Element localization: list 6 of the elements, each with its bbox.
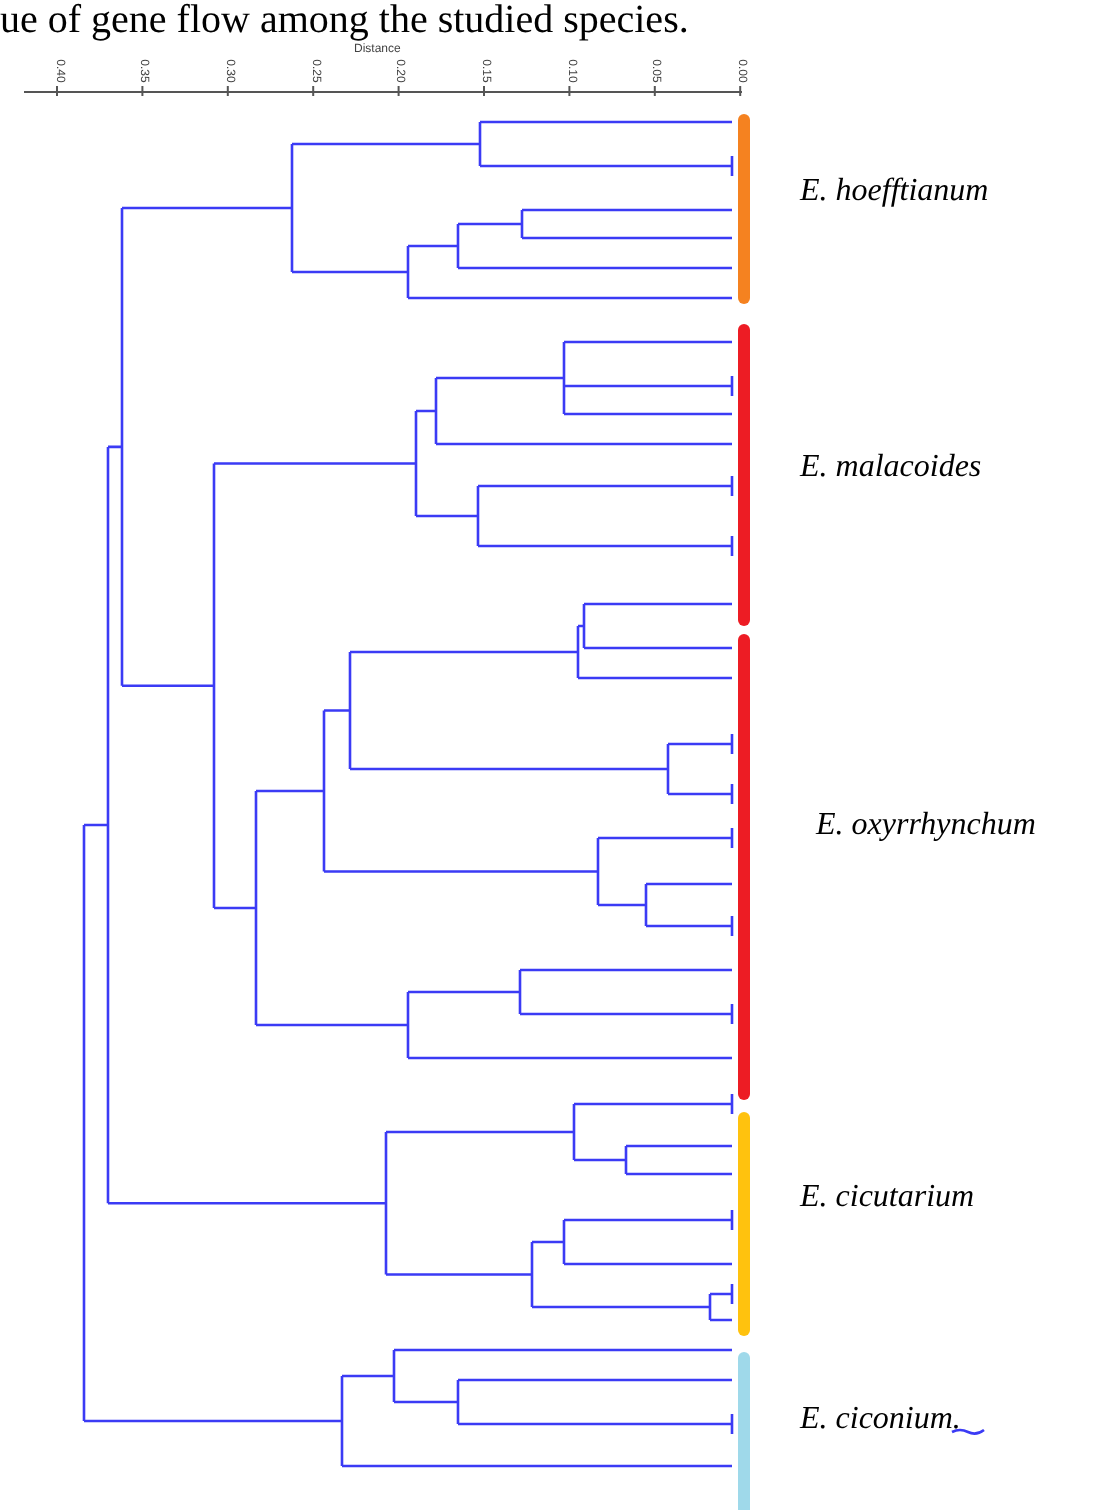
species-label: E. ciconium.: [800, 1400, 961, 1440]
species-label: E. cicutarium: [800, 1178, 975, 1218]
caption: ue of gene flow among the studied species.: [0, 0, 689, 40]
species-label: E. oxyrrhynchum: [816, 806, 1036, 846]
species-label: E. hoefftianum: [800, 172, 989, 212]
species-label: E. malacoides: [800, 448, 982, 488]
